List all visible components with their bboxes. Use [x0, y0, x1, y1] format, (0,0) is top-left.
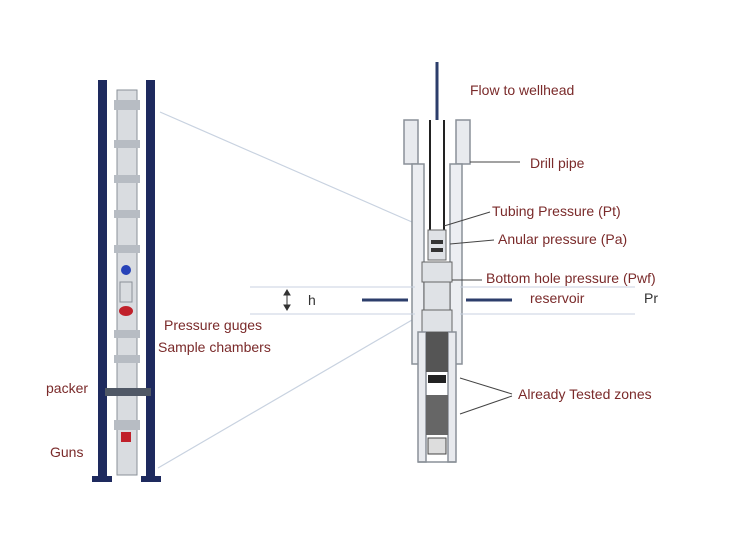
label-leaders: [443, 161, 520, 415]
packer-element: [105, 388, 151, 396]
inner-tool: [421, 229, 453, 333]
pr-label: Pr: [644, 290, 658, 306]
flow-label: Flow to wellhead: [470, 82, 575, 98]
tested-zones-label: Already Tested zones: [518, 386, 652, 402]
zoom-guide-lines: [157, 111, 413, 469]
reservoir-boundaries: [250, 286, 635, 315]
pressure-guges-label: Pressure guges: [164, 317, 263, 333]
reservoir-label: reservoir: [530, 290, 585, 306]
gun-marker: [121, 432, 131, 442]
tested-zone-1: [426, 332, 448, 372]
packer-label: packer: [46, 380, 89, 396]
gauge-marker-blue: [121, 265, 131, 275]
tested-zone-2: [426, 395, 448, 435]
guns-label: Guns: [50, 444, 84, 460]
tubing-pressure-label: Tubing Pressure (Pt): [492, 203, 621, 219]
left-tool-string: [114, 89, 140, 476]
h-arrow: [283, 289, 291, 311]
bottom-hole-label: Bottom hole pressure (Pwf): [486, 270, 656, 286]
gauge-marker-red: [119, 306, 133, 316]
left-well-casing: [92, 80, 161, 482]
anular-pressure-label: Anular pressure (Pa): [498, 231, 628, 247]
sample-chambers-label: Sample chambers: [158, 339, 271, 355]
h-label: h: [308, 292, 316, 308]
drill-pipe-label: Drill pipe: [530, 155, 585, 171]
